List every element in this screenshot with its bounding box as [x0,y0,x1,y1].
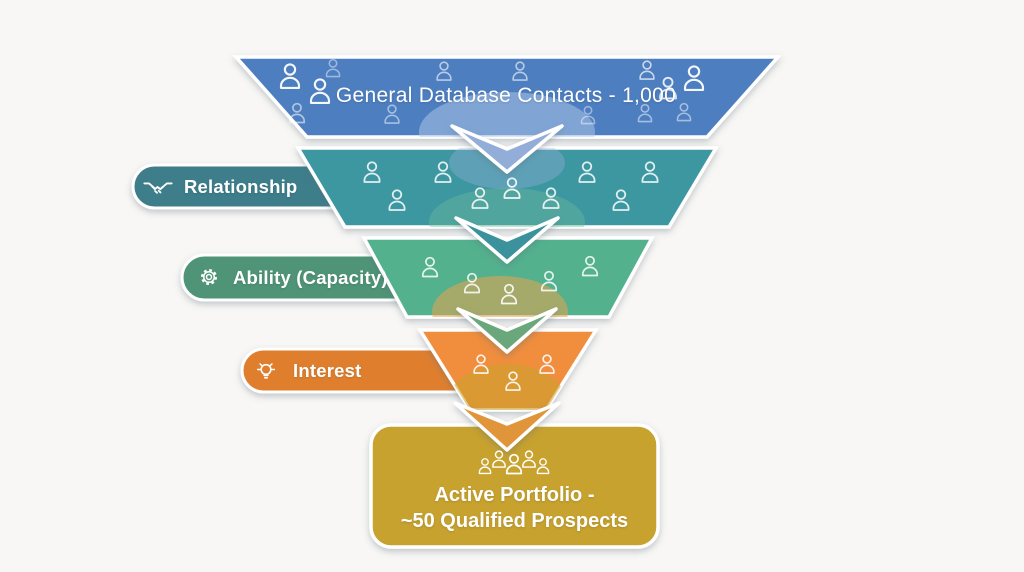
tier3-glow [432,276,568,317]
handshake-icon [143,182,173,194]
down-arrow-icon [453,401,561,452]
pill-relationship-label: Relationship [184,175,298,197]
tier-general-database-label: General Database Contacts - 1,000 [335,84,677,107]
pill-interest-label: Interest [293,359,362,381]
tier1-glow [419,92,595,137]
gear-icon [200,268,218,286]
down-arrow-icon [456,307,558,354]
pill-ability-label: Ability (Capacity) [233,266,388,288]
result-label-line2: ~50 Qualified Prospects [400,510,629,532]
down-arrow-icon [454,216,560,264]
result-label-line1: Active Portfolio - [434,484,595,506]
funnel-tier-relationship [294,146,720,229]
down-arrow-icon [450,124,564,174]
tier4-glow [445,364,569,410]
lightbulb-icon [256,363,276,379]
